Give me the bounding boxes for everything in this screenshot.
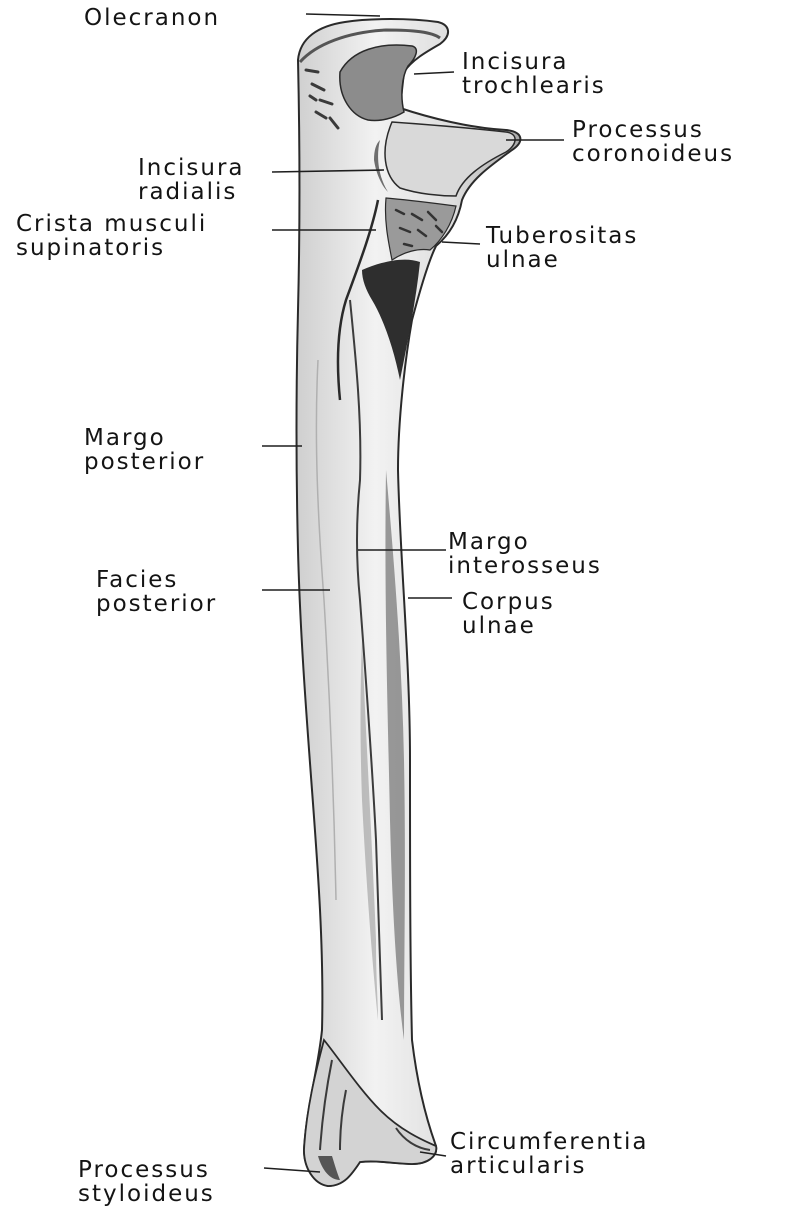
label-incisura-trochlearis-line2: trochlearis	[462, 74, 606, 98]
label-margo-posterior-line2: posterior	[84, 450, 205, 474]
label-incisura-trochlearis: Incisura trochlearis	[462, 50, 606, 98]
label-incisura-trochlearis-line1: Incisura	[462, 50, 606, 74]
leader-tuberositas-ulnae	[442, 242, 480, 244]
label-crista-musculi-supinatoris-line1: Crista musculi	[16, 212, 207, 236]
label-circumferentia-articularis-line1: Circumferentia	[450, 1130, 648, 1154]
label-corpus-ulnae: Corpus ulnae	[462, 590, 555, 638]
label-olecranon: Olecranon	[84, 6, 220, 30]
label-facies-posterior-line1: Facies	[96, 568, 217, 592]
label-facies-posterior: Facies posterior	[96, 568, 217, 616]
label-margo-posterior: Margo posterior	[84, 426, 205, 474]
label-margo-posterior-line1: Margo	[84, 426, 205, 450]
label-incisura-radialis: Incisura radialis	[138, 156, 245, 204]
label-processus-coronoideus: Processus coronoideus	[572, 118, 734, 166]
label-facies-posterior-line2: posterior	[96, 592, 217, 616]
label-incisura-radialis-line1: Incisura	[138, 156, 245, 180]
label-margo-interosseus-line1: Margo	[448, 530, 602, 554]
label-processus-coronoideus-line2: coronoideus	[572, 142, 734, 166]
label-tuberositas-ulnae: Tuberositas ulnae	[486, 224, 638, 272]
label-tuberositas-ulnae-line2: ulnae	[486, 248, 638, 272]
label-processus-styloideus-line1: Processus	[78, 1158, 215, 1182]
label-circumferentia-articularis: Circumferentia articularis	[450, 1130, 648, 1178]
label-margo-interosseus: Margo interosseus	[448, 530, 602, 578]
label-processus-coronoideus-line1: Processus	[572, 118, 734, 142]
label-corpus-ulnae-line2: ulnae	[462, 614, 555, 638]
leader-incisura-trochlearis	[414, 72, 454, 74]
label-olecranon-line1: Olecranon	[84, 6, 220, 30]
label-incisura-radialis-line2: radialis	[138, 180, 245, 204]
label-processus-styloideus-line2: styloideus	[78, 1182, 215, 1206]
label-margo-interosseus-line2: interosseus	[448, 554, 602, 578]
label-crista-musculi-supinatoris: Crista musculi supinatoris	[16, 212, 207, 260]
label-processus-styloideus: Processus styloideus	[78, 1158, 215, 1206]
label-corpus-ulnae-line1: Corpus	[462, 590, 555, 614]
label-tuberositas-ulnae-line1: Tuberositas	[486, 224, 638, 248]
label-crista-musculi-supinatoris-line2: supinatoris	[16, 236, 207, 260]
label-circumferentia-articularis-line2: articularis	[450, 1154, 648, 1178]
leader-olecranon	[306, 14, 380, 16]
